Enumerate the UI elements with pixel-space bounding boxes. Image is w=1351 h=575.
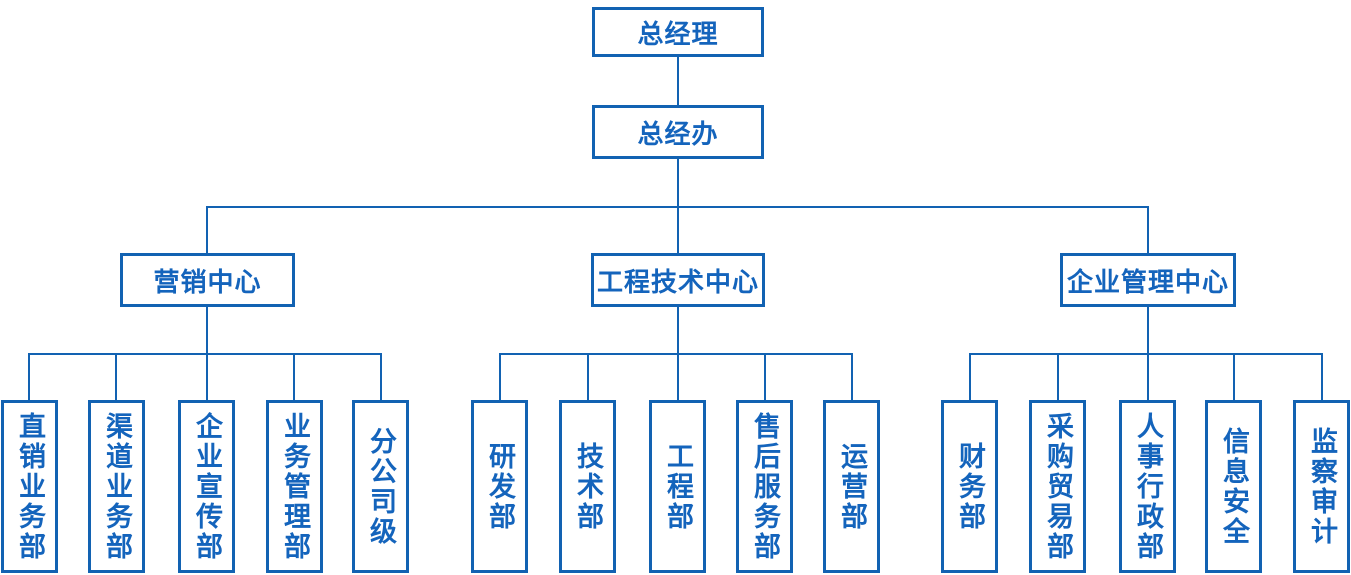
connector-line [851,353,853,400]
connector-line [764,353,766,400]
connector-line [293,353,295,400]
connector-line [380,353,382,400]
connector-line [587,353,589,400]
node-corporate-publicity-dept: 企业宣传部 [178,400,235,573]
connector-line [969,353,1323,355]
connector-line [499,353,501,400]
node-information-security: 信息安全 [1205,400,1262,573]
node-technology-dept: 技术部 [559,400,616,573]
connector-line [28,353,382,355]
connector-line [1147,307,1149,354]
node-channel-sales-dept: 渠道业务部 [88,400,145,573]
connector-line [1233,353,1235,400]
connector-line [1147,353,1149,400]
connector-line [677,159,679,207]
node-enterprise-management-center: 企业管理中心 [1060,253,1236,307]
node-hr-admin-dept: 人事行政部 [1119,400,1176,573]
connector-line [206,206,208,253]
node-engineering-technology-center: 工程技术中心 [591,253,765,307]
connector-line [677,206,679,253]
node-direct-sales-dept: 直销业务部 [1,400,58,573]
node-supervision-audit: 监察审计 [1293,400,1350,573]
node-business-management-dept: 业务管理部 [266,400,323,573]
node-marketing-center: 营销中心 [120,253,295,307]
node-general-manager: 总经理 [592,7,764,57]
connector-line [677,57,679,105]
node-after-sales-service-dept: 售后服务部 [736,400,793,573]
connector-line [1147,206,1149,253]
node-procurement-trade-dept: 采购贸易部 [1029,400,1086,573]
connector-line [677,307,679,354]
connector-line [969,353,971,400]
node-engineering-dept: 工程部 [649,400,706,573]
connector-line [115,353,117,400]
connector-line [206,353,208,400]
connector-line [1057,353,1059,400]
node-branch-company-level: 分公司级 [352,400,409,573]
node-rnd-dept: 研发部 [471,400,528,573]
connector-line [677,353,679,400]
connector-line [499,353,853,355]
node-finance-dept: 财务部 [941,400,998,573]
connector-line [206,307,208,354]
node-general-manager-office: 总经办 [592,105,764,159]
node-operations-dept: 运营部 [823,400,880,573]
connector-line [1321,353,1323,400]
connector-line [28,353,30,400]
